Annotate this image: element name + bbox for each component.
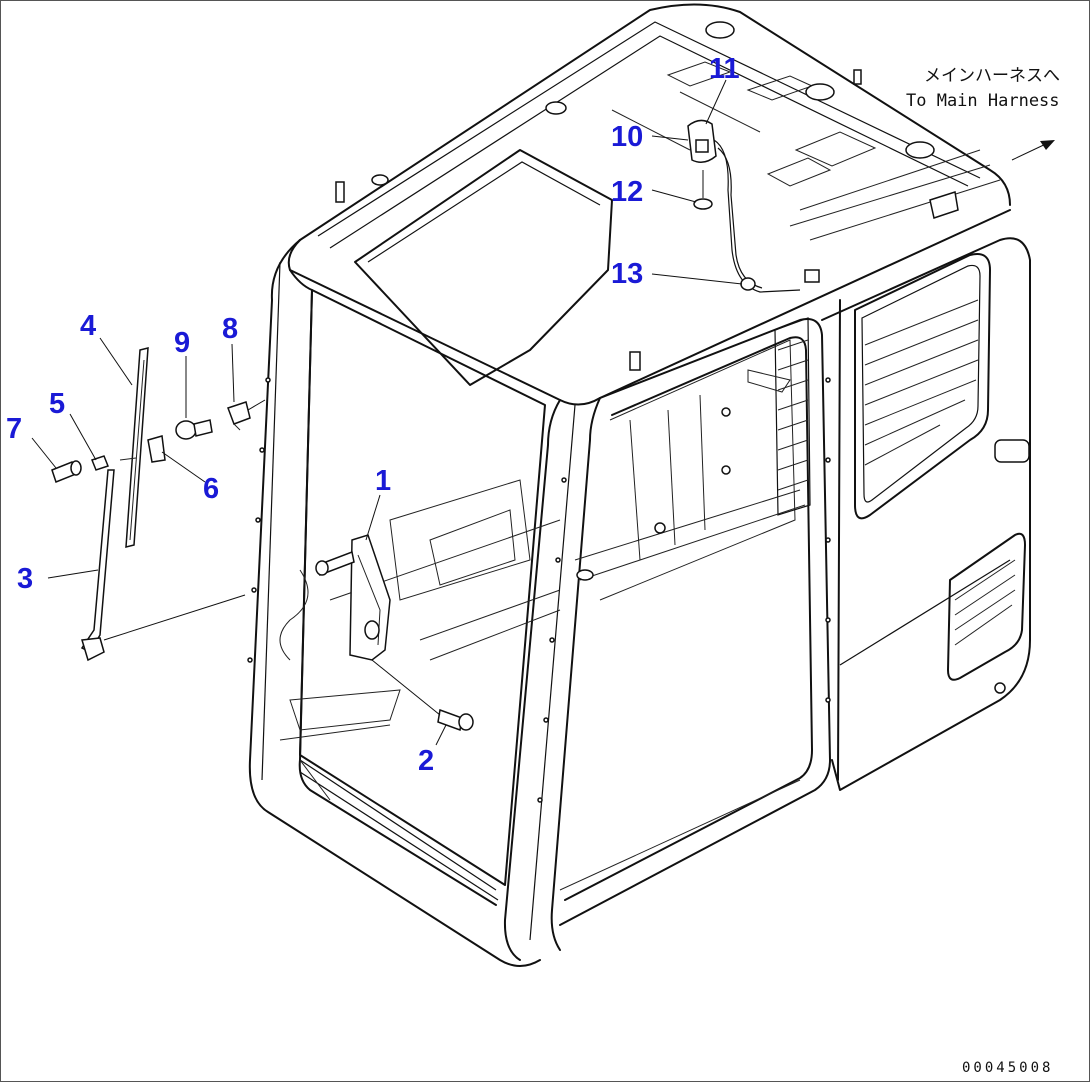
harness-note-en: To Main Harness: [906, 91, 1060, 111]
drawing-code: 00045008: [962, 1060, 1053, 1076]
callout-13: 13: [611, 258, 643, 290]
callout-6: 6: [203, 473, 219, 505]
cab-body: [247, 3, 1031, 967]
callouts: 1 2 3 4 5 6 7 8 9 10 11 12 13: [6, 53, 740, 777]
callout-11: 11: [709, 53, 740, 85]
wiper-assembly: [51, 347, 474, 732]
callout-1: 1: [375, 465, 391, 497]
callout-2: 2: [418, 745, 434, 777]
callout-10: 10: [611, 121, 643, 153]
callout-12: 12: [611, 176, 643, 208]
callout-7: 7: [6, 413, 22, 445]
callout-9: 9: [174, 327, 190, 359]
callout-5: 5: [49, 388, 65, 420]
callout-8: 8: [222, 313, 238, 345]
callout-3: 3: [17, 563, 33, 595]
callout-4: 4: [80, 310, 96, 342]
roof-harness: [687, 119, 1055, 293]
harness-note-jp: メインハーネスへ: [924, 66, 1060, 86]
leader-lines: [31, 79, 743, 746]
